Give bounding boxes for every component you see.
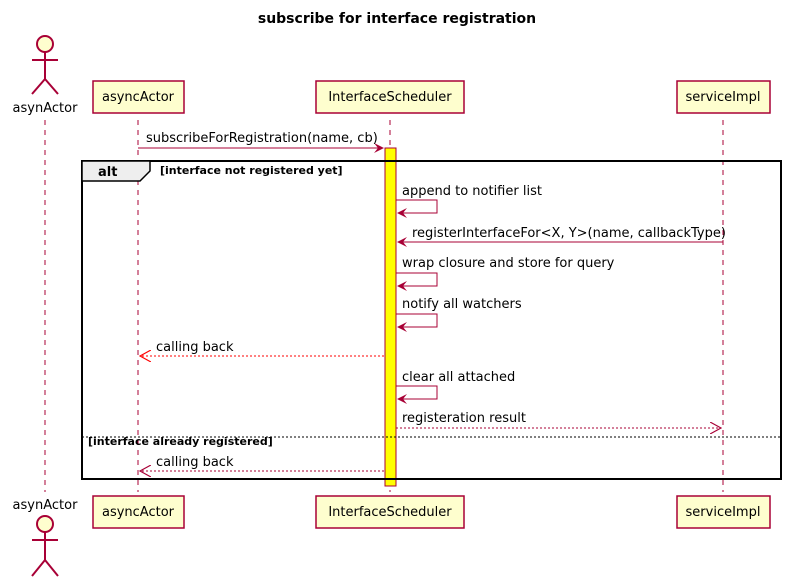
participant-bottom-scheduler <box>315 495 465 529</box>
message-clear-label: clear all attached <box>402 370 515 385</box>
message-clear-arrow <box>396 385 438 404</box>
actor-bottom-label: asynActor <box>13 498 79 513</box>
activation-bar <box>384 147 397 487</box>
participant-top-scheduler-label: InterfaceScheduler <box>328 90 452 105</box>
message-result-label: registeration result <box>402 411 526 426</box>
message-wrap-label: wrap closure and store for query <box>402 256 615 271</box>
participant-top-service <box>676 80 771 114</box>
message-callback-2-label: calling back <box>156 455 234 470</box>
participant-bottom-service-label: serviceImpl <box>686 505 761 520</box>
participant-top-asyncActor <box>92 80 185 114</box>
message-notify-arrow <box>396 313 438 332</box>
participant-bottom-service <box>676 495 771 529</box>
participant-bottom-asyncActor-label: asyncActor <box>102 505 175 520</box>
alt-guard-1: [interface not registered yet] <box>160 164 343 177</box>
participant-bottom-scheduler-label: InterfaceScheduler <box>328 505 452 520</box>
actor-bottom-figure <box>31 515 59 577</box>
participant-bottom-asyncActor <box>92 495 185 529</box>
alt-fragment <box>81 160 782 480</box>
participant-top-scheduler <box>315 80 465 114</box>
message-wrap-arrow <box>396 272 438 291</box>
participant-top-service-label: serviceImpl <box>686 90 761 105</box>
message-register-label: registerInterfaceFor<X, Y>(name, callbac… <box>412 226 726 241</box>
actor-top-label: asynActor <box>13 101 79 116</box>
participant-top-asyncActor-label: asyncActor <box>102 90 175 105</box>
alt-keyword: alt <box>98 165 117 180</box>
message-callback-1-label: calling back <box>156 340 234 355</box>
alt-fragment-tab <box>81 160 151 182</box>
message-append-arrow <box>396 199 438 218</box>
diagram-title: subscribe for interface registration <box>258 11 536 27</box>
message-append-label: append to notifier list <box>402 184 542 199</box>
message-subscribe-label: subscribeForRegistration(name, cb) <box>146 131 378 146</box>
alt-guard-2: [interface already registered] <box>88 435 273 448</box>
actor-top-figure <box>31 35 59 95</box>
message-notify-label: notify all watchers <box>402 297 522 312</box>
